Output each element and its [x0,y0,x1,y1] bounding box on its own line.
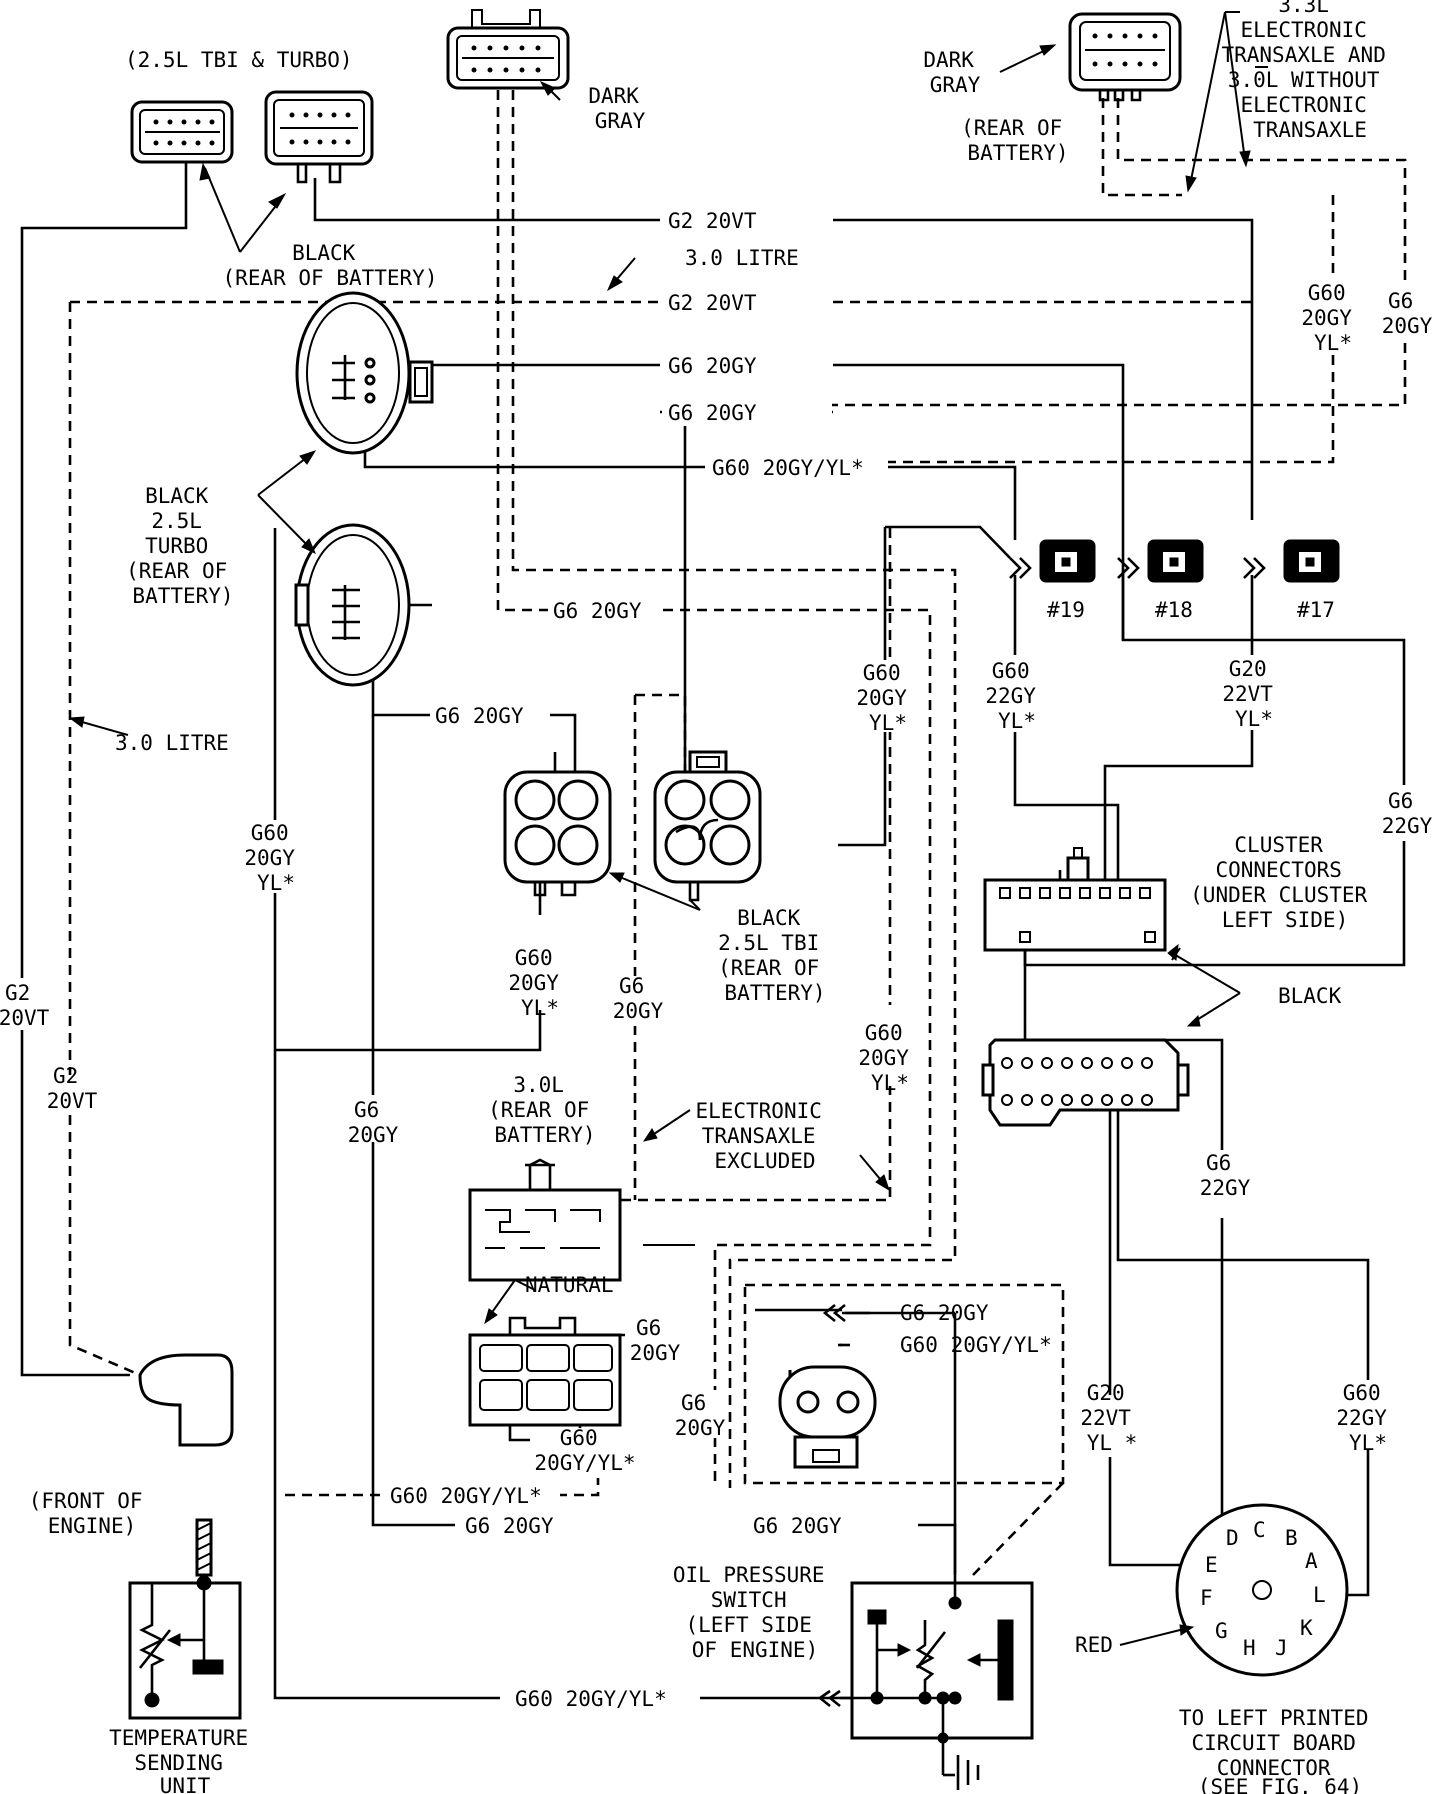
turbo-oval-connector-upper [295,291,434,455]
wire-label-g60-1: G60 20GY/YL* [712,456,864,480]
label-dark-gray-right: DARK GRAY [923,48,986,97]
pin-d: D [1226,1526,1239,1550]
label-splice-17: #17 [1297,598,1335,622]
wire-label-g60-stack-3: G60 20GY YL* [244,821,307,895]
pin-c: C [1253,1518,1266,1542]
label-electronic-transaxle-excluded: ELECTRONIC TRANSAXLE EXCLUDED [695,1099,834,1173]
wire-label-g2-dashed: G2 20VT [668,291,757,315]
label-dark-gray-top: DARK GRAY [588,84,651,133]
splice-18 [1117,539,1204,583]
label-front-of-engine: (FRONT OF ENGINE) [29,1489,155,1538]
wire-label-g60-lower: G60 20GY/YL* [534,1426,635,1475]
round-11pin-connector [1175,1503,1349,1677]
label-three-litre-left: 3.0 LITRE [115,731,229,755]
tbi-turbo-connector-right [264,90,374,184]
turbo-oval-connector-lower [294,523,432,687]
pin-a: A [1305,1549,1318,1573]
wire-label-g2-stack-2: G2 20VT [47,1064,98,1113]
label-temperature-sending-unit: TEMPERATURE SENDING UNIT [109,1726,261,1794]
splice-17 [1243,539,1340,583]
cluster-connector-upper [983,847,1167,952]
wire-label-g20-stack-2: G20 22VT YL * [1080,1381,1143,1455]
wire-label-g6-stack-3: G6 20GY [348,1098,399,1147]
label-cluster-connectors: CLUSTER CONNECTORS (UNDER CLUSTER LEFT S… [1190,833,1380,932]
label-rear-battery-right: (REAR OF BATTERY) [961,116,1075,165]
tbi-turbo-connector-left [130,100,234,164]
tbi-4pin-connector-left [503,752,612,897]
label-to-left-pcb: TO LEFT PRINTED CIRCUIT BOARD CONNECTOR … [1179,1706,1381,1794]
wire-label-g60-stack-1: G60 20GY YL* [1301,281,1364,355]
wire-label-g6-6: G6 20GY [753,1514,842,1538]
wire-label-g6-2: G6 20GY [668,401,757,425]
label-black-cluster: BLACK [1278,984,1342,1008]
pin-h: H [1243,1636,1256,1660]
wire-label-g2-stack-1: G2 20VT [0,981,50,1030]
pin-l: L [1313,1583,1326,1607]
pin-b: B [1285,1526,1298,1550]
pin-k: K [1300,1616,1313,1640]
wire-label-g60-stack-2: G60 20GY YL* [856,661,919,735]
splice-19 [1009,539,1096,583]
wire-label-g6-stack-1: G6 20GY [1382,289,1433,338]
three-litre-connector [468,1158,622,1282]
pin-j: J [1275,1636,1288,1660]
label-three-litre-top: 3.0 LITRE [685,246,799,270]
label-red: RED [1075,1633,1113,1657]
natural-connector [468,1316,622,1442]
wire-label-g6-5: G6 20GY [465,1514,554,1538]
label-33l-note: 3.3L ELECTRONIC TRANSAXLE AND 3.0L WITHO… [1221,0,1398,142]
wire-label-g6-1: G6 20GY [668,354,757,378]
wire-label-g6-22gy-stack-1: G6 22GY [1382,789,1433,838]
cluster-connector-lower [981,1038,1190,1127]
solid-wires [20,162,1406,1700]
wire-label-g60-4: G60 20GY/YL* [900,1333,1052,1357]
label-splice-19: #19 [1047,598,1085,622]
wire-label-g6-4: G6 20GY [435,704,524,728]
label-tbi-turbo: (2.5L TBI & TURBO) [125,48,353,72]
label-oil-pressure-switch: OIL PRESSURE SWITCH (LEFT SIDE OF ENGINE… [673,1563,837,1662]
pin-g: G [1215,1619,1228,1643]
label-black-25l-tbi: BLACK 2.5L TBI (REAR OF BATTERY) [718,906,832,1005]
wire-label-g6-stack-5: G6 20GY [675,1391,726,1440]
label-natural: NATURAL [525,1273,614,1297]
wire-label-g60-3: G60 20GY/YL* [515,1687,667,1711]
wire-label-g60-stack-5: G60 20GY YL* [858,1021,921,1095]
wire-label-g20-stack-1: G20 22VT YL* [1222,657,1285,731]
round-pin-letters: A B C D E F G H J K L [1200,1518,1326,1660]
wire-label-g6-stack-4: G6 20GY [630,1316,681,1365]
pin-e: E [1205,1553,1218,1577]
wire-label-g6-7: G6 20GY [900,1301,989,1325]
dark-gray-connector-top [446,9,570,90]
label-black-25l-turbo: BLACK 2.5L TURBO (REAR OF BATTERY) [126,484,240,608]
oil-switch-harness-connector [778,1365,877,1469]
label-black-rear-battery: BLACK (REAR OF BATTERY) [223,241,438,290]
wire-label-g2-top: G2 20VT [668,209,757,233]
dark-gray-connector-right [1068,12,1182,102]
wire-label-g60-stack-4: G60 20GY YL* [508,946,571,1020]
temperature-sending-unit [128,1353,242,1720]
wire-label-g6-3: G6 20GY [553,599,642,623]
wire-label-g60-22gy-stack-1: G60 22GY YL* [985,659,1048,733]
wire-label-g60-22gy-stack-2: G60 22GY YL* [1336,1381,1399,1455]
oil-pressure-switch [817,1303,1034,1790]
wire-label-g6-22gy-stack-2: G6 22GY [1200,1151,1251,1200]
label-three-l-rear-battery: 3.0L (REAR OF BATTERY) [488,1073,602,1147]
wire-label-g6-stack-2: G6 20GY [613,974,664,1023]
tbi-4pin-connector-right [653,750,762,902]
leader-arrows [68,11,1268,1646]
wire-label-g60-2: G60 20GY/YL* [390,1484,542,1508]
pin-f: F [1200,1586,1213,1610]
label-splice-18: #18 [1155,598,1193,622]
